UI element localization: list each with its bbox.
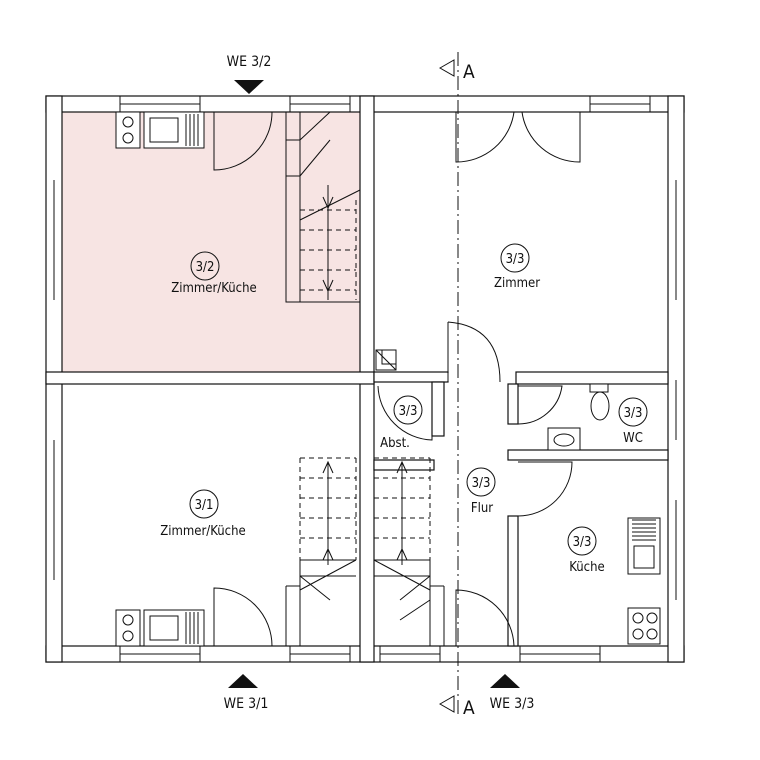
wall-abst-east (431, 381, 445, 437)
wall-left-middle (45, 371, 375, 385)
room-number-circle (466, 467, 496, 497)
kitchen-fixtures-33 (627, 517, 661, 645)
room-number: 3/3 (472, 476, 491, 491)
entrance-label-we33: WE 3/3 (490, 696, 535, 712)
wall-abst-flur (373, 459, 435, 471)
room-number: 3/3 (399, 404, 418, 419)
room-name: Zimmer/Küche (160, 524, 245, 539)
room-label-kueche: 3/3 Küche (567, 526, 605, 575)
room-name: Zimmer (494, 276, 540, 291)
room-number-circle (190, 251, 220, 281)
door-we33 (455, 589, 515, 647)
entrance-arrow-we32 (234, 80, 264, 94)
kitchen-fixtures-31 (115, 609, 205, 647)
windows (45, 96, 685, 662)
room-label-we32: 3/2 Zimmer/Küche (171, 251, 257, 296)
entrance-arrow-we33 (490, 674, 520, 688)
section-label-bottom: A (463, 697, 475, 719)
wall-zimmer-abst (373, 371, 449, 383)
room-name: Küche (569, 560, 604, 575)
openings (214, 97, 580, 661)
wc-fixtures (547, 383, 610, 451)
wall-flur-wc-top (515, 371, 669, 385)
room-number: 3/1 (195, 498, 214, 513)
room-label-abst: 3/3 Abst. (380, 395, 423, 451)
room-name: Flur (471, 501, 493, 516)
fixtures (115, 111, 661, 647)
room-number: 3/2 (196, 260, 215, 275)
stair-lower-right (373, 457, 445, 646)
door-we32 (213, 111, 273, 171)
room-label-flur: 3/3 Flur (466, 467, 496, 516)
door-zimmer-left (455, 111, 515, 163)
room-number: 3/3 (624, 406, 643, 421)
wall-flur-east-upper (507, 383, 519, 425)
highlighted-unit-area (56, 96, 360, 378)
room-name: Zimmer/Küche (171, 281, 256, 296)
room-number: 3/3 (573, 535, 592, 550)
door-kueche (517, 461, 573, 517)
section-label-top: A (463, 61, 475, 83)
room-name: Abst. (380, 436, 410, 451)
section-axis (438, 52, 459, 716)
doors (213, 111, 581, 647)
room-label-we31: 3/1 Zimmer/Küche (160, 489, 246, 539)
room-label-zimmer: 3/3 Zimmer (494, 243, 540, 291)
kitchen-fixtures-32 (115, 111, 205, 149)
room-label-wc: 3/3 WC (618, 397, 648, 446)
door-zimmer-right (521, 111, 581, 163)
wall-flur-east-lower (507, 515, 519, 647)
stair-lower-left (285, 457, 357, 646)
room-name: WC (623, 431, 643, 446)
stairs (285, 111, 445, 646)
entrance-arrow-we31 (228, 674, 258, 688)
room-number-circle (393, 395, 423, 425)
entrance-label-we32: WE 3/2 (227, 54, 272, 70)
room-number-circle (567, 526, 597, 556)
door-wc (517, 385, 563, 425)
walls (45, 95, 685, 663)
room-number-circle (500, 243, 530, 273)
wall-wc-kueche (507, 449, 669, 461)
stair-upper (285, 111, 361, 303)
door-abst (377, 385, 433, 441)
room-number-circle (189, 489, 219, 519)
room-number-circle (618, 397, 648, 427)
door-we31 (213, 587, 273, 647)
room-number: 3/3 (506, 252, 525, 267)
entrance-label-we31: WE 3/1 (224, 696, 269, 712)
